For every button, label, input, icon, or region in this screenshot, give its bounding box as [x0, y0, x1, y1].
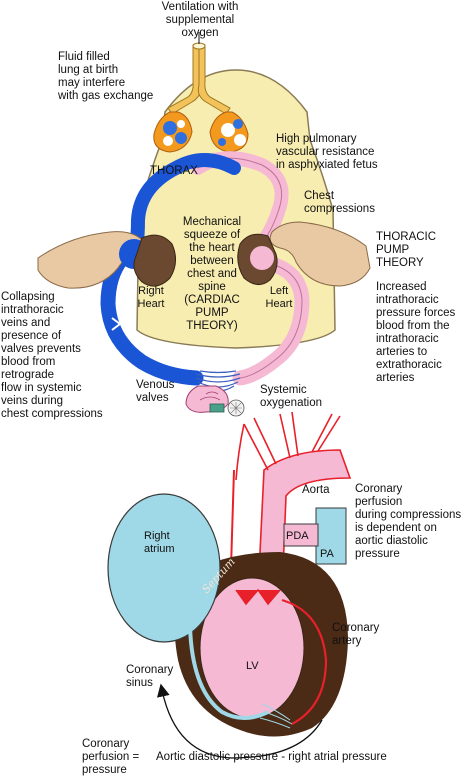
right-atrium-label: Right atrium: [144, 530, 175, 555]
right-lung-icon: [153, 111, 193, 153]
chest-compressions-label: Chest compressions: [304, 190, 375, 215]
coronary-sinus-label: Coronary sinus: [126, 664, 174, 689]
pa-label: PA: [320, 548, 334, 560]
aorta-label: Aorta: [302, 484, 330, 496]
systemic-oxygenation-label: Systemic oxygenation: [260, 384, 323, 409]
systemic-vein-loop: [100, 244, 204, 386]
right-heart-label: Right Heart: [137, 285, 165, 310]
fluid-filled-lung-label: Fluid filled lung at birth may interfere…: [58, 51, 154, 102]
coronary-return-arrow: [156, 683, 323, 759]
thoracic-pump-description: Increased intrathoracic pressure forces …: [376, 281, 456, 384]
ventilation-label: Ventilation with supplemental oxygen: [161, 1, 239, 39]
pda-label: PDA: [286, 530, 309, 542]
coronary-capillaries: [259, 703, 293, 729]
ductus-arteriosus: [283, 523, 319, 547]
left-heart-label: Left Heart: [265, 285, 293, 310]
coronary-artery: [281, 598, 328, 725]
lv-label: LV: [246, 660, 259, 672]
collapsing-veins-label: Collapsing intrathoracic veins and prese…: [1, 291, 103, 420]
right-hand-icon: [269, 221, 371, 287]
aortic-branches: [235, 411, 341, 481]
brain-icon: [185, 385, 245, 417]
aortic-valve-icon: [235, 588, 281, 606]
coronary-artery-label: Coronary artery: [332, 622, 380, 647]
thorax-label: THORAX: [150, 165, 198, 177]
left-heart-icon: [250, 246, 274, 270]
pulmonary-resistance-label: High pulmonary vascular resistance in as…: [276, 133, 378, 171]
equation-rhs: Aortic diastolic pressure - right atrial…: [156, 751, 387, 763]
venous-valve-icon: [111, 317, 122, 331]
venous-valves-label: Venous valves: [136, 379, 175, 404]
pulmonary-artery-box: [315, 507, 347, 565]
coronary-sinus: [188, 625, 269, 720]
thoracic-pump-title: THORACIC PUMP THEORY: [376, 231, 437, 269]
left-lung-icon: [209, 111, 249, 153]
right-heart-brown: [133, 234, 176, 287]
mechanical-squeeze-label: Mechanical squeeze of the heart between …: [182, 216, 242, 332]
right-atrium: [107, 493, 221, 643]
pulmonary-vein-loop: [129, 153, 241, 257]
equation-lhs: Coronary perfusion = pressure: [82, 738, 140, 776]
coronary-perfusion-note: Coronary perfusion during compressions i…: [355, 483, 462, 560]
